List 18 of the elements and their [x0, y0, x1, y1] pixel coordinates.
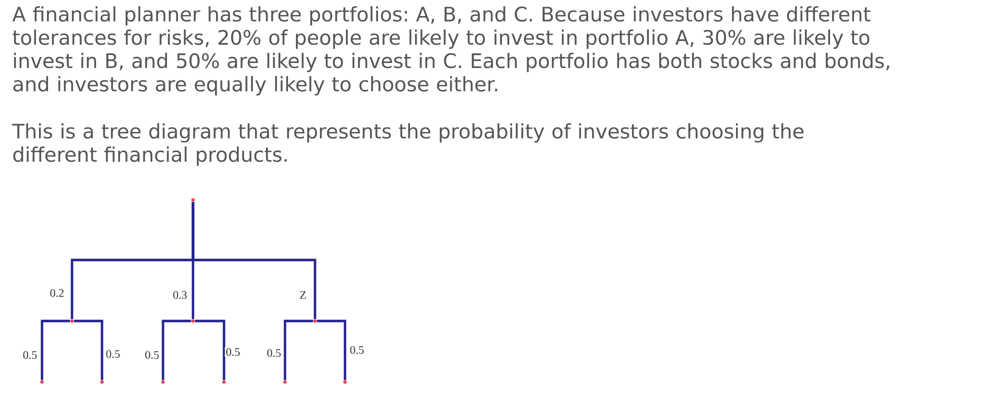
- branch-line: [195, 320, 226, 380]
- edge-label: 0.5: [266, 348, 282, 358]
- edge-label: 0.5: [144, 350, 160, 360]
- edge-label: 0.5: [348, 345, 366, 355]
- edge-label: Z: [298, 290, 308, 300]
- branch-line: [40, 320, 70, 380]
- branch-line: [317, 320, 346, 380]
- branch-line: [162, 320, 191, 380]
- edge-label: 0.3: [172, 290, 188, 300]
- branch-line: [192, 202, 316, 319]
- edge-label: 0.5: [104, 349, 122, 359]
- branch-line: [74, 320, 104, 380]
- edge-label: 0.2: [48, 288, 66, 298]
- paragraph: A financial planner has three portfolios: A, B, and C. Because investors have different tolerances for risks, 20% of people are likely to invest in portfolio A, 30% are likely to invest in B, and 50% are likely to invest in C. Each portfolio has both stocks and bonds, and investors are equally likely to choose either.: [12, 6, 890, 96]
- paragraph: This is a tree diagram that represents the probability of investors choosing the different financial products.: [12, 123, 804, 166]
- branch-line: [284, 320, 313, 380]
- edge-label: 0.5: [22, 350, 38, 360]
- edge-label: 0.5: [224, 347, 242, 357]
